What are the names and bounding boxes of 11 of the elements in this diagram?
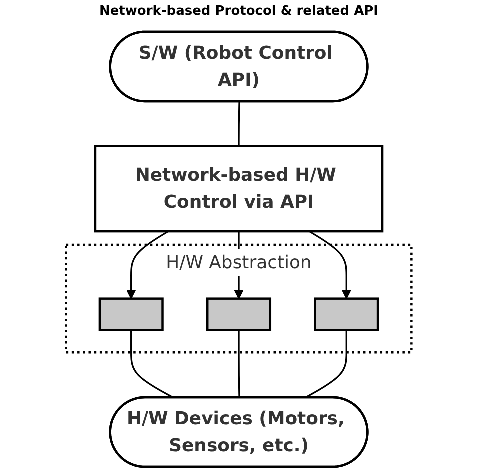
connector bbox=[238, 102, 240, 146]
protocol-label: Network-based Protocol & related API bbox=[99, 4, 378, 19]
node-box bbox=[206, 298, 272, 332]
connector bbox=[304, 330, 348, 399]
node-box bbox=[98, 298, 164, 332]
arrow bbox=[309, 230, 352, 300]
connector bbox=[130, 330, 175, 399]
node-box: Network-based H/W Control via API bbox=[94, 145, 384, 233]
connector bbox=[238, 330, 240, 398]
node-box bbox=[314, 298, 380, 332]
arrow bbox=[126, 230, 169, 300]
